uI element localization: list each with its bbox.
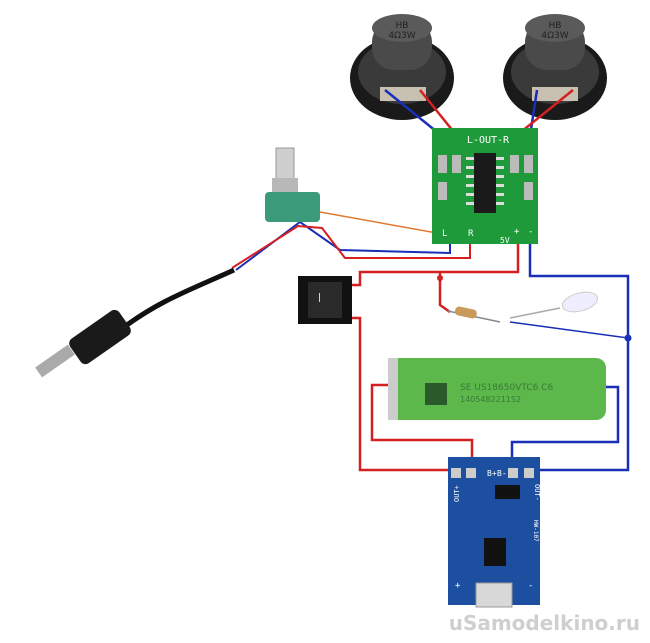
charger-in-minus-label: - — [528, 581, 533, 591]
charger-out-plus-label: OUT+ — [453, 485, 461, 502]
speaker-marking: HB — [549, 21, 562, 31]
potentiometer — [265, 147, 320, 222]
charger-board: B+ B- OUT+ OUT- HW-107 + - — [448, 457, 541, 608]
audio-cable — [118, 267, 236, 333]
speaker-right: HB 4Ω3W — [503, 14, 607, 120]
charger-out-minus-label: OUT- — [533, 484, 541, 501]
amp-plus-label: + — [514, 227, 520, 237]
battery-marking: 1405482211S2 — [460, 395, 521, 404]
battery-marking: SE US18650VTC6 C6 — [460, 383, 553, 393]
micro-usb-port — [475, 582, 513, 608]
charger-in-plus-label: + — [455, 581, 461, 591]
junction-dot — [437, 275, 443, 281]
audio-jack — [35, 309, 131, 378]
amp-in-right-label: R — [468, 229, 474, 239]
junction-dot — [624, 334, 632, 342]
amp-5v-label: 5V — [500, 236, 510, 245]
resistor — [447, 306, 501, 323]
amplifier-board: L-OUT-R L R 5V + - — [432, 128, 538, 245]
power-switch: | — [298, 276, 352, 324]
watermark: uSamodelkino.ru — [449, 611, 640, 635]
speaker-marking: 4Ω3W — [388, 31, 415, 41]
charger-model-label: HW-107 — [532, 520, 539, 542]
svg-text:|: | — [318, 293, 321, 303]
speaker-marking: 4Ω3W — [541, 31, 568, 41]
speaker-left: HB 4Ω3W — [350, 14, 454, 120]
amp-out-label: L-OUT-R — [467, 135, 510, 146]
charger-b-minus-label: B- — [497, 469, 507, 478]
amp-in-left-label: L — [442, 229, 447, 239]
led — [509, 291, 599, 319]
charger-b-plus-label: B+ — [487, 469, 497, 478]
amp-minus-label: - — [528, 227, 533, 237]
speaker-marking: HB — [396, 21, 409, 31]
battery-18650: SE US18650VTC6 C6 1405482211S2 — [388, 358, 606, 420]
